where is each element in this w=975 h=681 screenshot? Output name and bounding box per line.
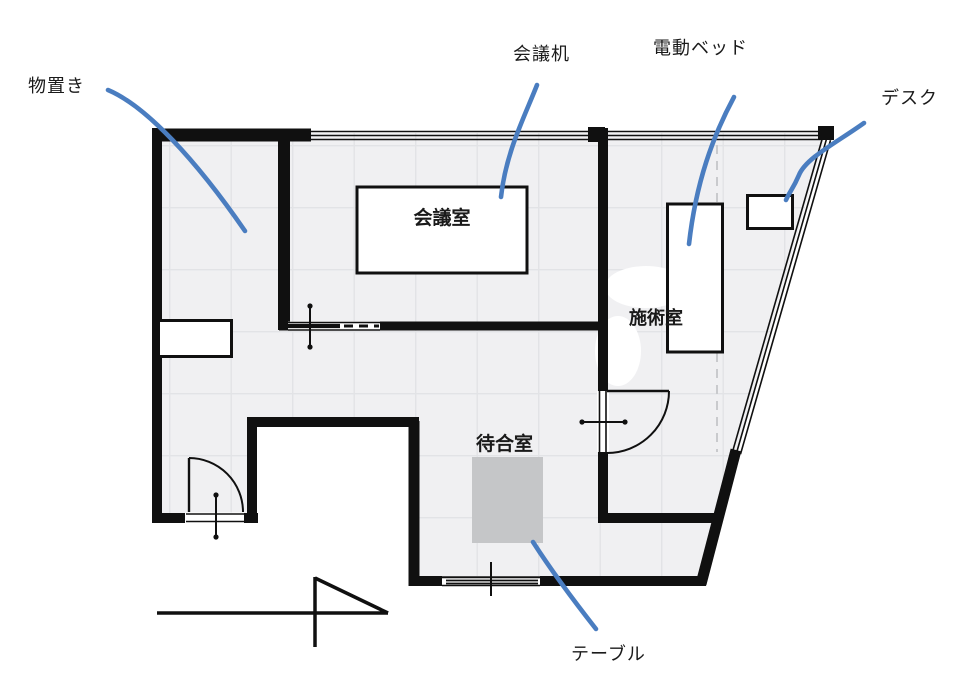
waiting-table	[472, 457, 543, 543]
storage-label: 物置き	[28, 76, 85, 97]
entrance-flag-symbol	[157, 576, 389, 647]
meeting-room-label: 会議室	[413, 207, 471, 229]
waiting-room-sliding-door	[442, 562, 540, 596]
storage-entry-door	[185, 457, 244, 540]
top-window-left	[311, 130, 588, 141]
table-arrow	[530, 539, 599, 632]
floor-area	[157, 133, 826, 584]
treatment-room-label: 施術室	[629, 308, 683, 329]
storage-shelf	[157, 319, 233, 358]
table-label: テーブル	[571, 644, 646, 665]
meeting-desk	[355, 185, 529, 275]
meeting-room-sliding-door	[288, 303, 380, 350]
desk-arrow	[783, 120, 867, 203]
annotation-arrows	[105, 82, 867, 632]
waiting-room-label: 待合室	[476, 433, 534, 455]
doors	[185, 303, 670, 596]
treatment-room-door	[579, 389, 670, 454]
slanted-window	[731, 137, 832, 455]
storage-arrow	[105, 87, 248, 234]
electric-bed-label: 電動ベッド	[653, 38, 748, 59]
electric-bed-arrow	[686, 94, 737, 247]
meeting-desk-arrow	[498, 82, 540, 200]
meeting-desk-label: 会議机	[513, 44, 570, 65]
electric-bed	[666, 202, 724, 354]
desk-label: デスク	[881, 88, 938, 109]
furniture	[157, 185, 794, 543]
